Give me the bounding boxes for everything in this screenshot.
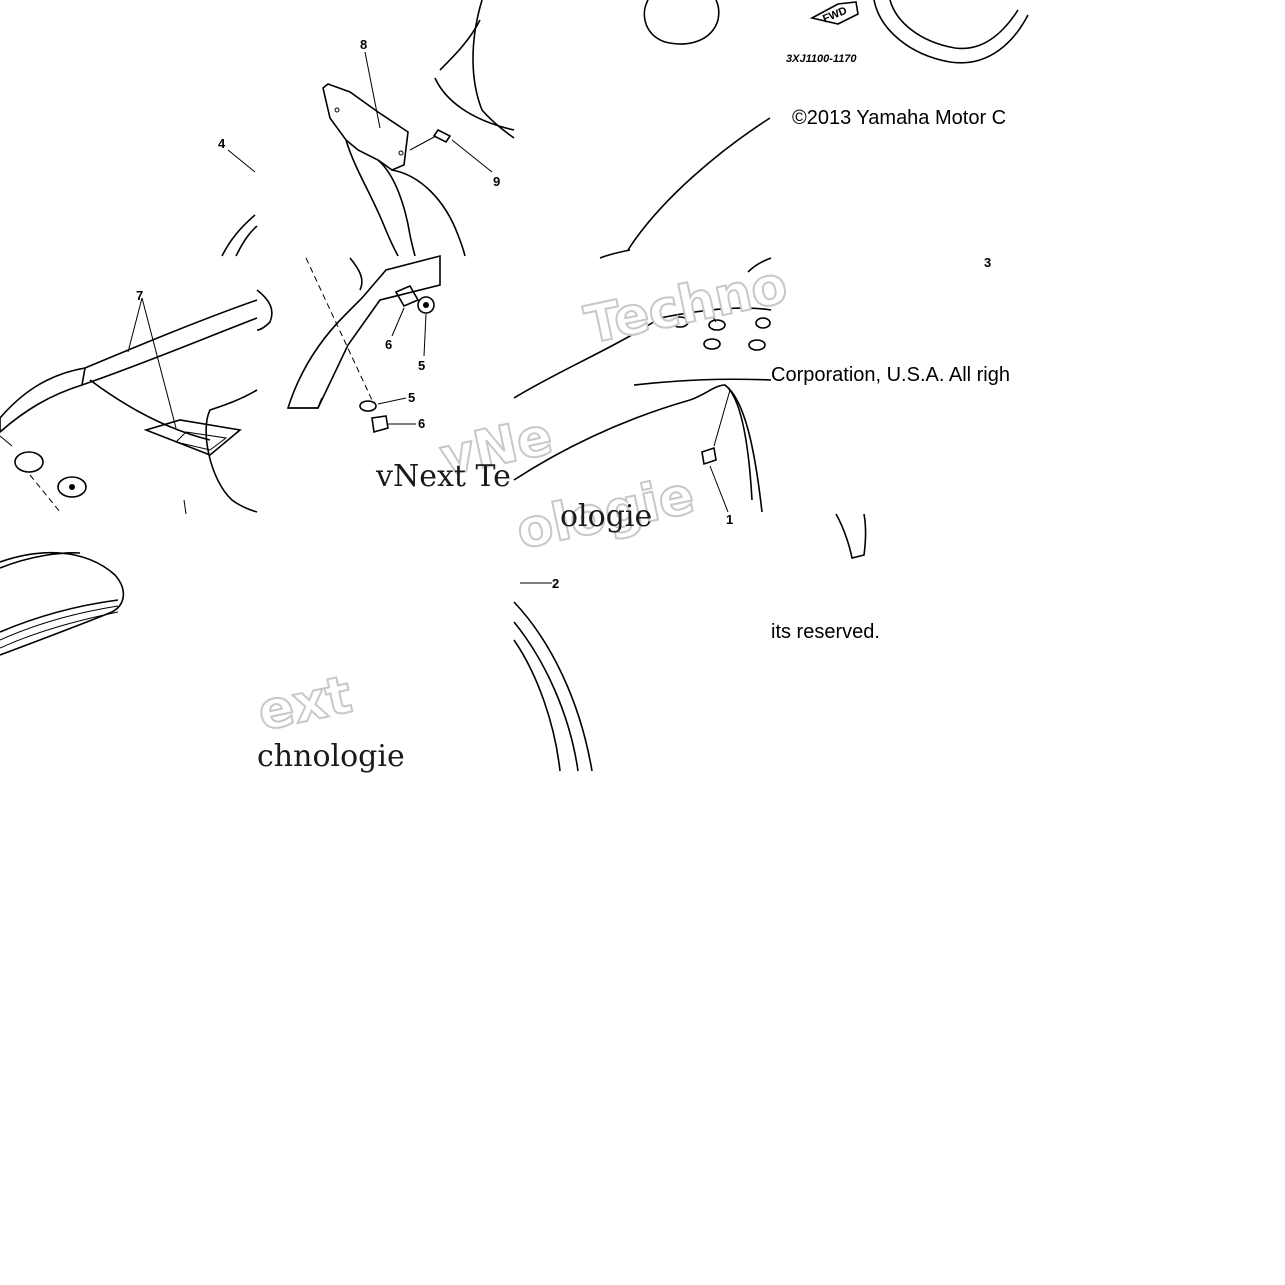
part-4-lines — [221, 149, 258, 257]
rear-fender-part-7 — [0, 297, 258, 515]
fender-bottom-part-2 — [513, 513, 867, 772]
bracket-part-8 — [322, 0, 515, 257]
callout-5-upper: 5 — [418, 358, 425, 373]
callout-1: 1 — [726, 512, 733, 527]
callout-9: 9 — [493, 174, 500, 189]
watermark-serif-a: vNext Te — [375, 459, 511, 494]
fwd-label: FWD — [821, 5, 849, 26]
side-cover-part — [0, 551, 125, 656]
callout-6-lower: 6 — [418, 416, 425, 431]
copyright-line-3: its reserved. — [771, 621, 880, 643]
callout-8: 8 — [360, 37, 367, 52]
watermark-serif-b: chnologie — [257, 739, 405, 774]
callout-3: 3 — [984, 255, 991, 270]
copyright-line-1: ©2013 Yamaha Motor C — [792, 107, 1006, 129]
callout-4: 4 — [218, 136, 226, 151]
front-fender-part-1 — [513, 249, 772, 513]
callout-5-lower: 5 — [408, 390, 415, 405]
tank-seat-parts — [627, 0, 1029, 251]
callout-2: 2 — [552, 576, 559, 591]
watermark-serif-c: ologie — [560, 499, 652, 534]
callout-7: 7 — [136, 288, 143, 303]
copyright-line-2: Corporation, U.S.A. All righ — [771, 364, 1010, 386]
fasteners-5-6 — [256, 254, 441, 434]
watermark-outline-c: ext — [253, 665, 357, 743]
callout-6-upper: 6 — [385, 337, 392, 352]
part-code: 3XJ1100-1170 — [786, 53, 857, 65]
